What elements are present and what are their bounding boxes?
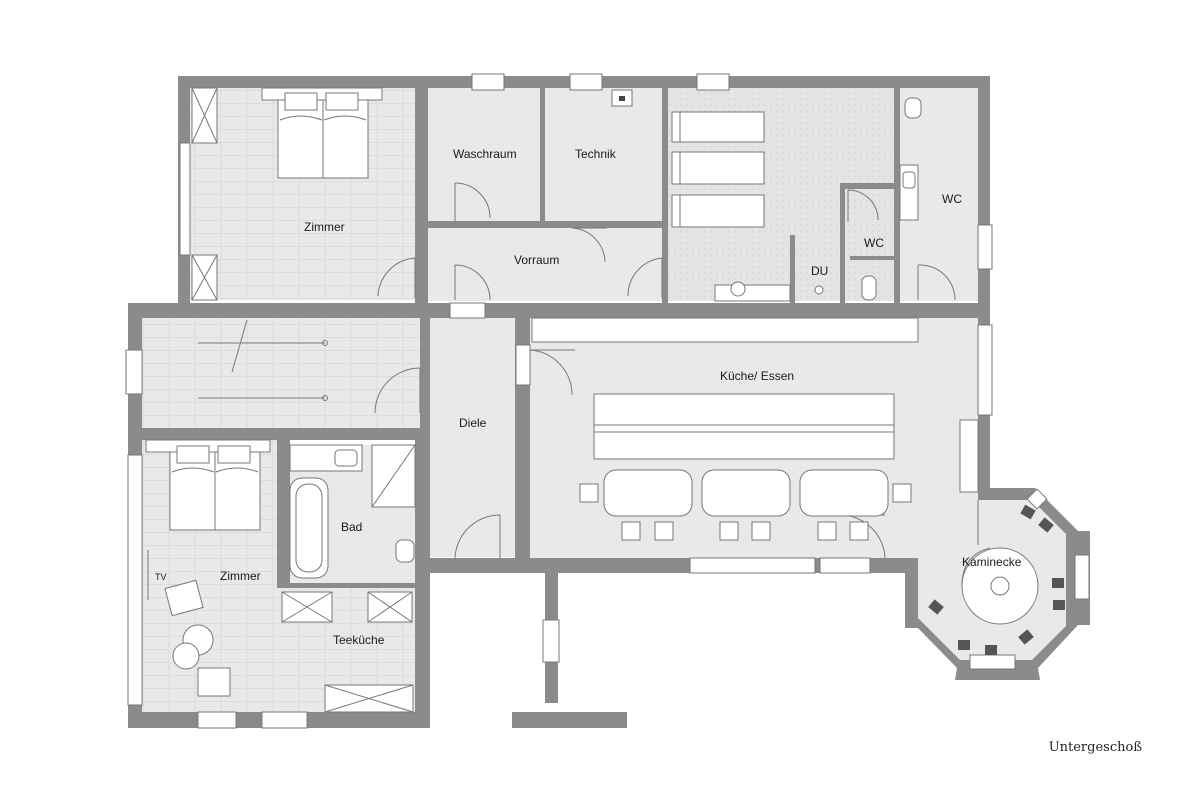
label-du: DU xyxy=(811,264,828,278)
label-kaminecke: Kaminecke xyxy=(962,555,1022,569)
furniture xyxy=(145,87,1065,713)
label-waschraum: Waschraum xyxy=(453,147,517,161)
label-technik: Technik xyxy=(575,147,617,161)
label-kueche-essen: Küche/ Essen xyxy=(720,369,794,383)
windows xyxy=(125,73,1090,729)
label-tv: TV xyxy=(155,572,167,582)
plan-caption: Untergeschoß xyxy=(1048,740,1142,755)
label-wc-right: WC xyxy=(942,192,962,206)
room-labels: Zimmer Waschraum Technik WC WC DU Vorrau… xyxy=(155,147,1022,647)
label-diele: Diele xyxy=(459,416,487,430)
label-vorraum: Vorraum xyxy=(514,253,559,267)
label-bad: Bad xyxy=(341,520,362,534)
label-zimmer-top: Zimmer xyxy=(304,220,345,234)
label-wc-small: WC xyxy=(864,236,884,250)
label-teekueche: Teeküche xyxy=(333,633,385,647)
label-zimmer-bottom: Zimmer xyxy=(220,569,261,583)
doors xyxy=(374,182,956,559)
